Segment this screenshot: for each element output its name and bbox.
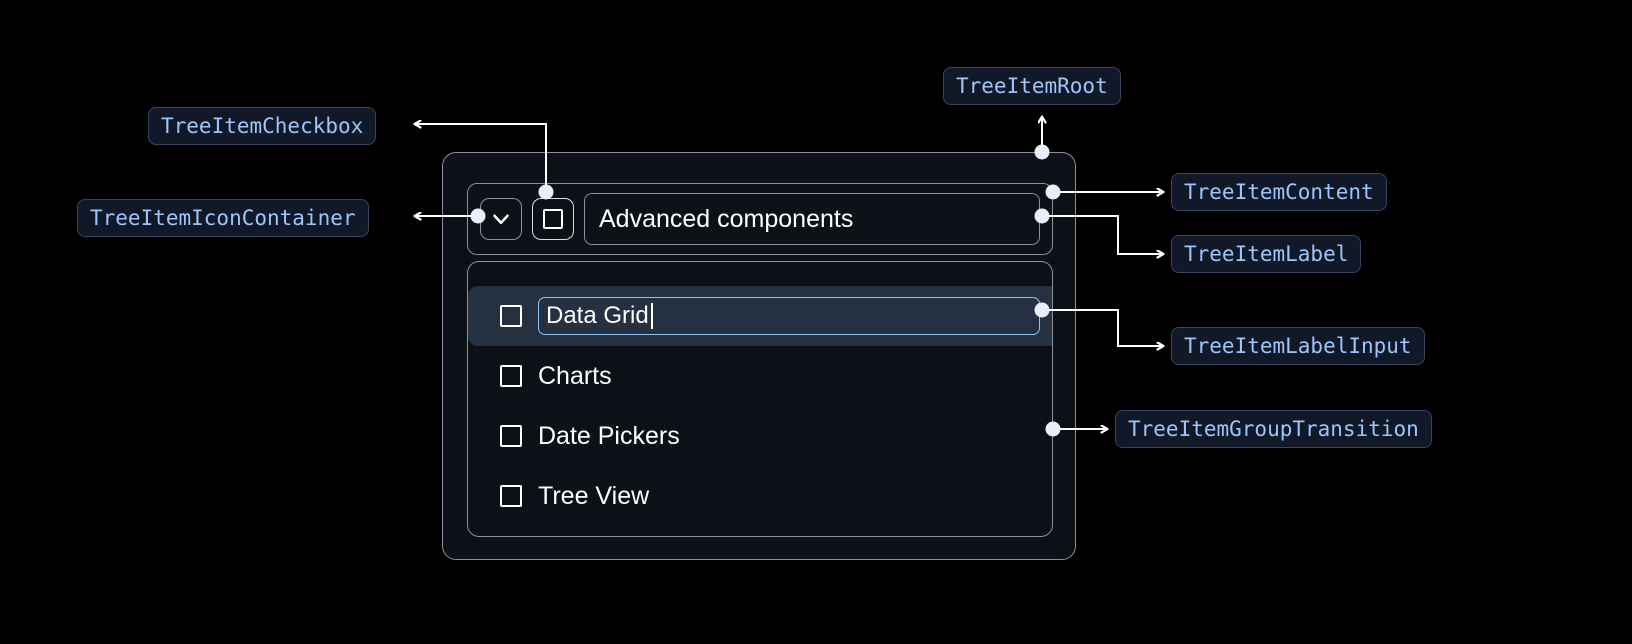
badge-label: TreeItemCheckbox (161, 114, 364, 138)
tree-item-group-transition: Data Grid Charts Date Pickers Tree View (467, 261, 1053, 537)
badge-label: TreeItemContent (1184, 180, 1374, 204)
annotation-badge-tree-item-icon-container: TreeItemIconContainer (77, 199, 369, 237)
tree-item-checkbox[interactable] (500, 485, 522, 507)
tree-item-label-input[interactable]: Data Grid (538, 297, 1040, 335)
badge-label: TreeItemLabelInput (1184, 334, 1412, 358)
tree-item-child-row[interactable]: Data Grid (468, 286, 1052, 346)
tree-item-checkbox[interactable] (500, 365, 522, 387)
tree-item-label: Date Pickers (538, 421, 680, 450)
badge-label: TreeItemGroupTransition (1128, 417, 1419, 441)
tree-item-label: Tree View (538, 481, 650, 510)
label-input-value: Data Grid (546, 302, 649, 329)
tree-item-checkbox[interactable] (532, 198, 574, 240)
tree-item-checkbox[interactable] (500, 305, 522, 327)
text-caret (650, 303, 653, 329)
annotation-badge-tree-item-root: TreeItemRoot (943, 67, 1121, 105)
tree-item-checkbox[interactable] (500, 425, 522, 447)
annotation-badge-tree-item-label: TreeItemLabel (1171, 235, 1362, 273)
annotation-badge-tree-item-label-input: TreeItemLabelInput (1171, 327, 1425, 365)
annotation-badge-tree-item-group-transition: TreeItemGroupTransition (1115, 410, 1432, 448)
badge-label: TreeItemRoot (956, 74, 1108, 98)
annotation-badge-tree-item-checkbox: TreeItemCheckbox (148, 107, 377, 145)
tree-item-label: Charts (538, 361, 612, 390)
checkbox-box-icon (543, 209, 563, 229)
chevron-down-icon (488, 206, 514, 232)
tree-item-label-text: Advanced components (599, 204, 854, 233)
tree-item-child-row[interactable]: Date Pickers (468, 406, 1052, 466)
badge-label: TreeItemIconContainer (90, 206, 356, 230)
badge-label: TreeItemLabel (1184, 242, 1349, 266)
tree-item-label[interactable]: Advanced components (584, 193, 1040, 245)
tree-item-child-row[interactable]: Charts (468, 346, 1052, 406)
tree-item-root[interactable]: Advanced components Data Grid Charts Dat… (442, 152, 1076, 560)
tree-item-content[interactable]: Advanced components (467, 183, 1053, 255)
tree-item-icon-container[interactable] (480, 198, 522, 240)
annotation-badge-tree-item-content: TreeItemContent (1171, 173, 1387, 211)
tree-item-child-row[interactable]: Tree View (468, 466, 1052, 526)
